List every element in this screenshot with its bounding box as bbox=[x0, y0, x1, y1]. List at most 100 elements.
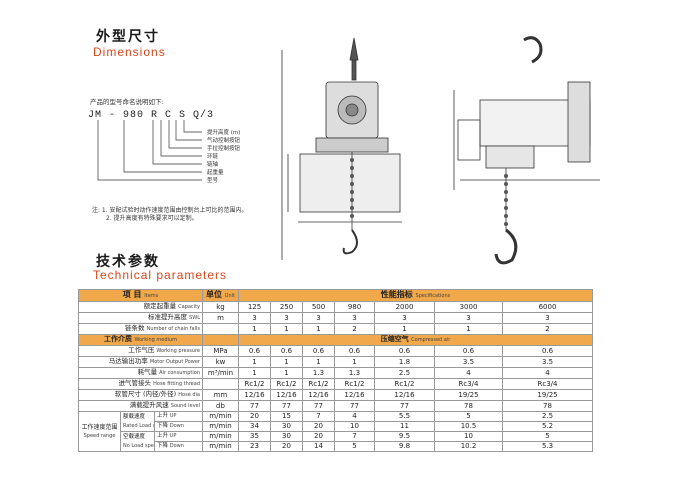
sound-value: 77 bbox=[270, 400, 303, 412]
air-label-cn: 耗气量 bbox=[137, 368, 158, 377]
speed-value: 5 bbox=[434, 411, 503, 422]
speed-value: 4 bbox=[334, 411, 375, 422]
header-perf-cn: 性能指标 bbox=[380, 290, 413, 300]
sound-value: 77 bbox=[374, 400, 435, 412]
technical-heading-cn: 技术参数 bbox=[96, 254, 160, 270]
model-intro: 产品的型号命名说明如下: bbox=[90, 98, 164, 106]
speed-label-cn: 工作速度范围 bbox=[81, 423, 118, 431]
down-label-en: Down bbox=[169, 443, 184, 449]
model-code: JM - 980 R C S Q/3 bbox=[88, 110, 215, 121]
speed-value: 10.5 bbox=[434, 421, 503, 432]
speed-value: 14 bbox=[302, 441, 335, 452]
medium-label-cn: 工作介质 bbox=[104, 335, 132, 344]
speed-value: 5.2 bbox=[501, 421, 594, 432]
sound-value: 77 bbox=[238, 400, 271, 412]
no-load-label-en: No Load speed bbox=[123, 442, 154, 449]
fitting-unit bbox=[202, 378, 239, 390]
legend-chain: 环链 bbox=[207, 154, 219, 160]
speed-value: 11 bbox=[374, 421, 435, 432]
speed-unit: m/min bbox=[202, 441, 239, 452]
pressure-value: 0.6 bbox=[501, 345, 594, 357]
fitting-value: Rc1/2 bbox=[374, 378, 435, 390]
lift-label-cn: 标准提升高度 bbox=[148, 313, 188, 322]
header-unit-en: Unit bbox=[224, 293, 235, 299]
speed-value: 20 bbox=[302, 421, 335, 432]
pressure-value: 0.6 bbox=[302, 345, 335, 357]
air-value: 1 bbox=[238, 367, 271, 379]
motor-value: 1 bbox=[238, 356, 271, 368]
medium-value-cn: 压缩空气 bbox=[380, 335, 409, 344]
speed-value: 10.2 bbox=[434, 441, 503, 452]
up-label-en: UP bbox=[169, 433, 177, 439]
motor-value: 3.5 bbox=[434, 356, 503, 368]
dimensions-heading-cn: 外型尺寸 bbox=[96, 29, 160, 45]
pressure-value: 0.6 bbox=[434, 345, 503, 357]
capacity-unit: kg bbox=[202, 301, 239, 313]
speed-value: 23 bbox=[238, 441, 271, 452]
pressure-unit: MPa bbox=[202, 345, 239, 357]
pressure-value: 0.6 bbox=[334, 345, 375, 357]
capacity-value: 500 bbox=[302, 301, 335, 313]
down-label-en: Down bbox=[169, 423, 184, 429]
capacity-value: 980 bbox=[334, 301, 375, 313]
sound-value: 78 bbox=[501, 400, 594, 412]
pressure-value: 0.6 bbox=[270, 345, 303, 357]
hose-value: 19/25 bbox=[434, 389, 503, 401]
motor-value: 3.5 bbox=[501, 356, 594, 368]
lift-value: 3 bbox=[270, 312, 303, 324]
hose-unit: mm bbox=[202, 389, 239, 401]
chains-value: 1 bbox=[270, 323, 303, 335]
speed-value: 9.8 bbox=[374, 441, 435, 452]
header-item-cn: 项 目 bbox=[122, 290, 142, 300]
lift-value: 3 bbox=[501, 312, 594, 324]
up-label-cn: 上升 bbox=[157, 413, 169, 419]
header-perf-en: Specifications bbox=[415, 293, 451, 299]
speed-value: 7 bbox=[302, 411, 335, 422]
sound-value: 77 bbox=[302, 400, 335, 412]
motor-value: 1 bbox=[270, 356, 303, 368]
hose-value: 12/16 bbox=[302, 389, 335, 401]
speed-value: 5 bbox=[334, 441, 375, 452]
motor-value: 1 bbox=[302, 356, 335, 368]
sound-label-en: Sound level bbox=[170, 403, 200, 409]
dimensions-heading-en: Dimensions bbox=[93, 45, 166, 59]
speed-value: 5 bbox=[501, 431, 594, 442]
speed-value: 30 bbox=[270, 431, 303, 442]
air-value: 1.3 bbox=[334, 367, 375, 379]
motor-value: 1.8 bbox=[374, 356, 435, 368]
legend-capacity: 起重量 bbox=[207, 170, 224, 176]
lift-label-en: SWL bbox=[189, 315, 200, 321]
motor-label-cn: 马达输出功率 bbox=[108, 357, 148, 366]
lift-value: 3 bbox=[302, 312, 335, 324]
legend-pull-button: 手拉控制按钮 bbox=[207, 146, 241, 152]
legend-model: 型号 bbox=[207, 178, 219, 184]
fitting-label-cn: 进气管接头 bbox=[118, 379, 152, 388]
fitting-value: Rc3/4 bbox=[501, 378, 594, 390]
fitting-value: Rc1/2 bbox=[302, 378, 335, 390]
chains-value: 1 bbox=[434, 323, 503, 335]
header-unit-cn: 单位 bbox=[206, 290, 222, 300]
lift-value: 3 bbox=[334, 312, 375, 324]
chains-unit bbox=[202, 323, 239, 335]
no-load-label-cn: 空载速度 bbox=[123, 433, 146, 440]
lift-value: 3 bbox=[434, 312, 503, 324]
table-row-medium: 工作介质 Working medium 压缩空气 Compressed air bbox=[78, 334, 594, 346]
hose-value: 12/16 bbox=[270, 389, 303, 401]
lift-value: 3 bbox=[374, 312, 435, 324]
full-load-label-cn: 额载速度 bbox=[123, 413, 146, 420]
down-label-cn: 下降 bbox=[157, 443, 169, 449]
hoist-side-view-drawing bbox=[281, 37, 402, 260]
full-load-label-en: Rated Load speed bbox=[123, 422, 154, 429]
speed-value: 7 bbox=[334, 431, 375, 442]
hoist-front-view-drawing bbox=[453, 36, 600, 265]
up-label-cn: 上升 bbox=[157, 433, 169, 439]
hose-label-en: Hose dia bbox=[178, 392, 200, 398]
model-legend-lines bbox=[97, 120, 202, 181]
fitting-value: Rc1/2 bbox=[270, 378, 303, 390]
